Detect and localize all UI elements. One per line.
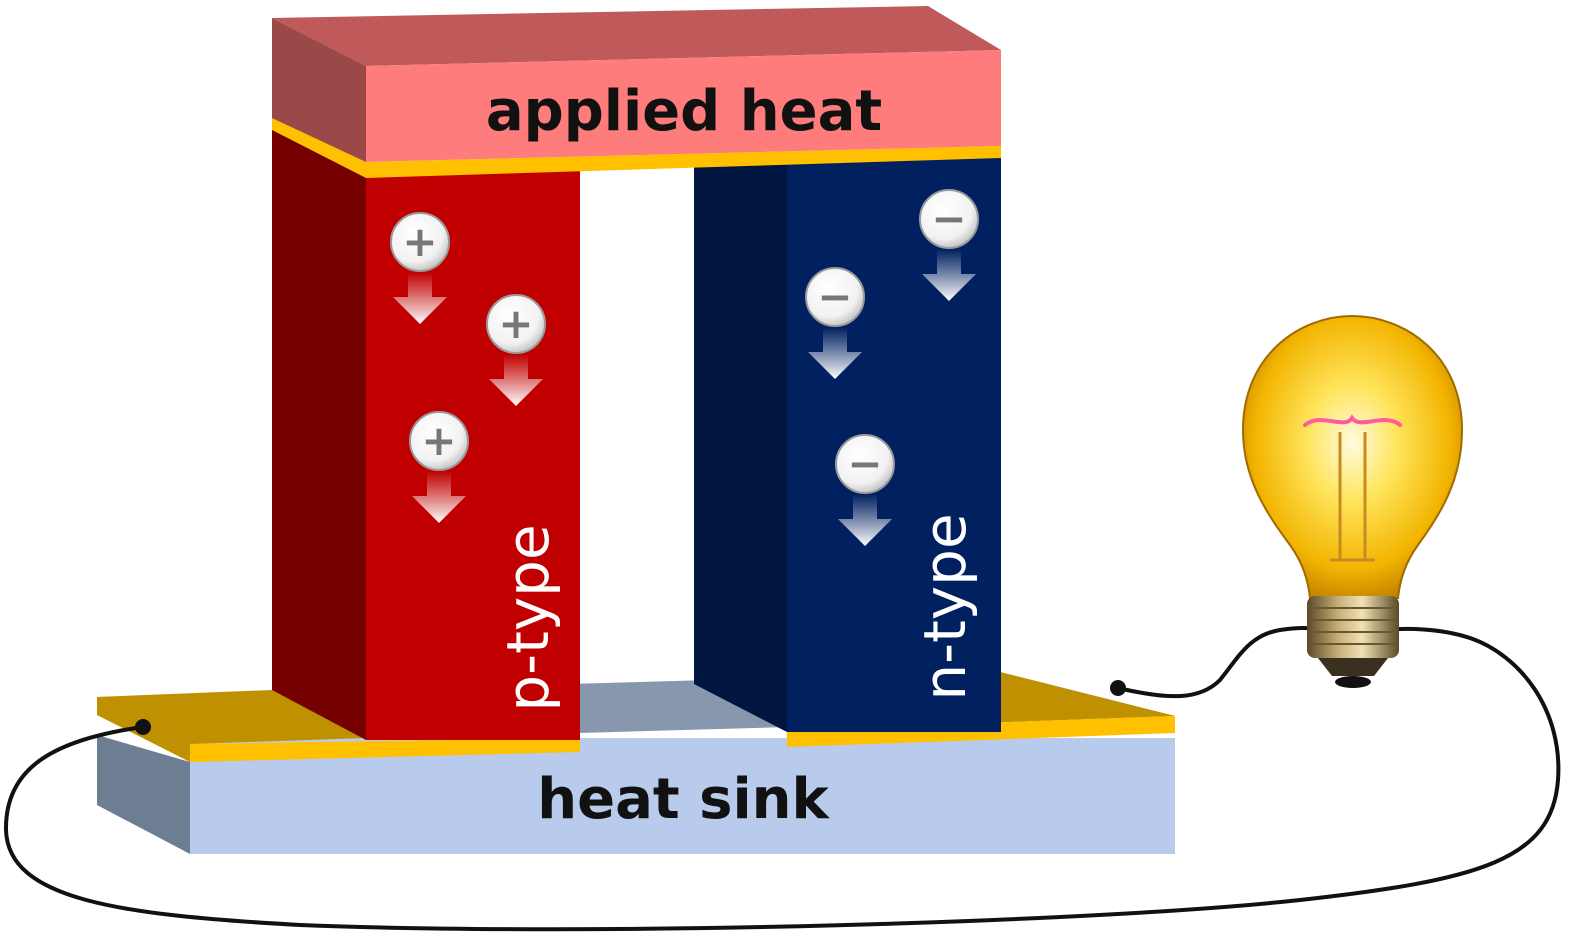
applied-heat-label: applied heat [486, 79, 882, 144]
hole-circle [390, 212, 450, 272]
applied-heat-side [272, 18, 366, 165]
bulb-glass [1241, 314, 1464, 599]
arrow-down-icon [412, 471, 466, 523]
plus-icon: + [402, 217, 437, 266]
circuit-wire [3, 626, 1561, 932]
p-type-label: p-type [494, 524, 562, 711]
heat-sink-side [97, 735, 190, 854]
bulb-filament [1303, 414, 1402, 427]
top-electrode-front [366, 146, 1001, 178]
left-electrode-top [97, 690, 366, 744]
plus-icon: + [421, 416, 456, 465]
arrow-down-icon [808, 327, 862, 379]
p-type-side [272, 112, 366, 740]
electron-circle [919, 189, 979, 249]
left-electrode-front [190, 738, 580, 762]
hole-circle [486, 294, 546, 354]
electron-carrier: − [835, 434, 895, 546]
n-type-label: n-type [911, 513, 979, 700]
bulb-base [1307, 596, 1399, 658]
arrow-down-icon [393, 272, 447, 324]
wire-contact-right [1110, 680, 1126, 696]
electron-circle [805, 267, 865, 327]
minus-icon: − [931, 194, 966, 243]
top-electrode-edge [272, 118, 366, 178]
circuit-wire [1116, 626, 1320, 699]
arrow-down-icon [838, 494, 892, 546]
electron-carrier: − [805, 267, 865, 379]
electron-circle [835, 434, 895, 494]
arrow-down-icon [489, 354, 543, 406]
heat-sink-label: heat sink [537, 767, 830, 832]
applied-heat-top [272, 6, 1001, 66]
minus-icon: − [847, 439, 882, 488]
plus-icon: + [498, 299, 533, 348]
bulb-tip [1318, 658, 1388, 676]
n-type-leg [694, 158, 1001, 732]
applied-heat-plate [272, 6, 1001, 178]
hole-carrier: + [409, 411, 469, 523]
applied-heat-front [366, 50, 1001, 162]
minus-icon: − [817, 272, 852, 321]
bulb-contact [1335, 676, 1371, 688]
hole-circle [409, 411, 469, 471]
hole-carrier: + [390, 212, 450, 324]
wire-contact-left [135, 719, 151, 735]
bulb-base-threads [1309, 607, 1397, 645]
n-type-side [694, 160, 787, 732]
hole-carrier: + [486, 294, 546, 406]
bulb-filament-support [1330, 432, 1375, 562]
n-type-front [787, 158, 1001, 732]
light-bulb-icon [1241, 314, 1464, 688]
arrow-down-icon [922, 249, 976, 301]
electron-carrier: − [919, 189, 979, 301]
